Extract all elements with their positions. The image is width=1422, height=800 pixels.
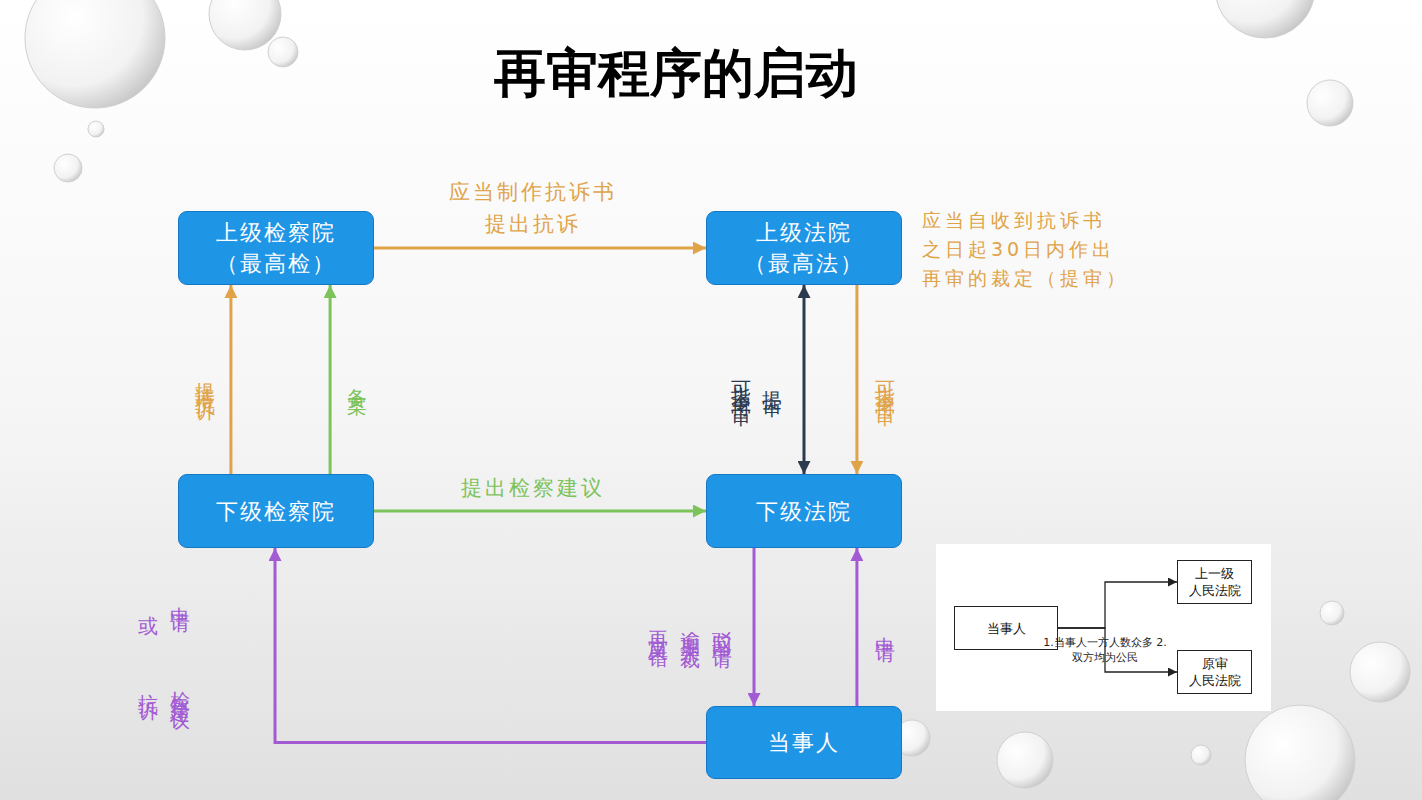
water-drop [88, 121, 104, 137]
water-drop [997, 732, 1053, 788]
node-text: 当事人 [987, 620, 1026, 637]
node-text: 上一级 人民法院 [1184, 565, 1245, 599]
connector-arrow [1058, 628, 1177, 672]
water-drop [25, 0, 165, 108]
process-box: 上级检察院 （最高检） [178, 211, 374, 285]
court-box: 原审 人民法院 [1177, 650, 1252, 694]
edge-label: 可指令再审 [869, 315, 901, 445]
water-drop [1350, 642, 1410, 702]
process-box: 上级法院 （最高法） [706, 211, 902, 285]
edge-label: 申请 [869, 572, 901, 682]
water-drop [1320, 601, 1344, 625]
connector-arrow [855, 548, 858, 706]
water-drop [1245, 705, 1355, 800]
water-drop [54, 154, 82, 182]
water-drop [1191, 745, 1211, 765]
node-text: 上级检察院 （最高检） [189, 217, 363, 279]
edge-label: 提审 [756, 315, 788, 445]
connector-arrow [374, 247, 706, 250]
connector-arrow [803, 285, 806, 474]
court-deadline-note: 应当自收到抗诉书 之日起30日内作出 再审的裁定（提审） [922, 206, 1162, 293]
edge-label: 提出检察建议 [423, 472, 643, 504]
water-drop [1215, 0, 1315, 38]
edge-label: 可指令再审 [725, 315, 757, 445]
edge-label: 备案 [341, 322, 373, 434]
connector-arrow [374, 510, 706, 513]
process-box: 下级法院 [706, 474, 902, 548]
node-text: 上级法院 （最高法） [717, 217, 891, 279]
edge-label: 驳回申请 逾期未裁 再审又错 [642, 572, 738, 682]
node-text: 下级法院 [756, 496, 852, 527]
edge-label: 应当制作抗诉书 提出抗诉 [423, 176, 643, 240]
edge-label: 申请 检察建议 或 抗诉 [132, 590, 196, 700]
court-box: 上一级 人民法院 [1177, 560, 1252, 604]
connector-arrow [229, 285, 232, 474]
process-box: 当事人 [706, 706, 902, 779]
edge-label: 提请抗诉 [189, 322, 221, 434]
page-title: 再审程序的启动 [276, 40, 1076, 106]
connector-arrow [1058, 582, 1177, 628]
connector-arrow [329, 285, 332, 474]
node-text: 原审 人民法院 [1184, 655, 1245, 689]
connector-arrow [855, 285, 858, 474]
connector-arrow [275, 548, 706, 743]
process-box: 下级检察院 [178, 474, 374, 548]
water-drop [268, 37, 298, 67]
inset-panel [936, 544, 1271, 711]
court-box: 当事人 [954, 606, 1058, 650]
edge-label: 1.当事人一方人数众多 2.双方均为公民 [1040, 635, 1170, 665]
water-drop [209, 0, 281, 50]
water-drop [1307, 80, 1353, 126]
node-text: 当事人 [768, 727, 840, 758]
connector-arrow [753, 548, 756, 706]
node-text: 下级检察院 [216, 496, 336, 527]
